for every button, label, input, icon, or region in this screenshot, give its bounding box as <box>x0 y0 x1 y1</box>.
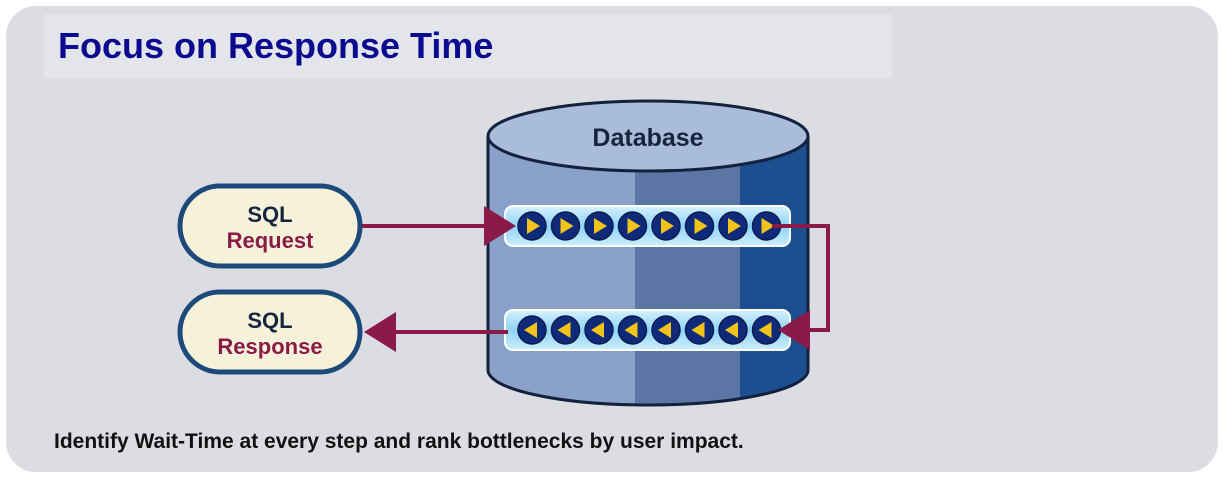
sql-response-line2: Response <box>217 334 322 359</box>
sql-request-line2: Request <box>227 228 314 253</box>
loop-connector-arrow <box>772 224 830 350</box>
forward-step-arrow-icon-2 <box>560 218 574 234</box>
forward-step-arrow-icon-7 <box>728 218 741 234</box>
database-cylinder: Database <box>486 99 810 407</box>
return-steps <box>517 315 782 345</box>
return-step-arrow-icon-3 <box>591 322 604 338</box>
forward-step-arrow-icon-6 <box>694 218 708 234</box>
sql-response-line1: SQL <box>247 308 292 333</box>
caption: Identify Wait-Time at every step and ran… <box>54 430 744 453</box>
forward-step-arrow-icon-3 <box>594 218 607 234</box>
page-title: Focus on Response Time <box>58 25 494 66</box>
sql-request-box: SQL Request <box>177 183 363 269</box>
return-step-arrow-icon-2 <box>557 322 571 338</box>
forward-steps <box>517 211 782 241</box>
return-step-arrow-icon-4 <box>624 322 638 338</box>
database-top <box>486 99 810 173</box>
title-band <box>44 14 892 78</box>
forward-step-arrow-icon-8 <box>761 218 775 234</box>
return-step-arrow-icon-5 <box>658 322 671 338</box>
sql-request-line1: SQL <box>247 202 292 227</box>
return-step-arrow-icon-8 <box>758 322 772 338</box>
forward-step-arrow-icon-1 <box>527 218 540 234</box>
forward-step-arrow-icon-4 <box>627 218 641 234</box>
return-step-arrow-icon-6 <box>691 322 705 338</box>
sql-response-box: SQL Response <box>177 289 363 375</box>
database-label: Database <box>592 124 703 152</box>
return-step-arrow-icon-1 <box>524 322 537 338</box>
return-step-arrow-icon-7 <box>725 322 738 338</box>
forward-step-arrow-icon-5 <box>661 218 674 234</box>
